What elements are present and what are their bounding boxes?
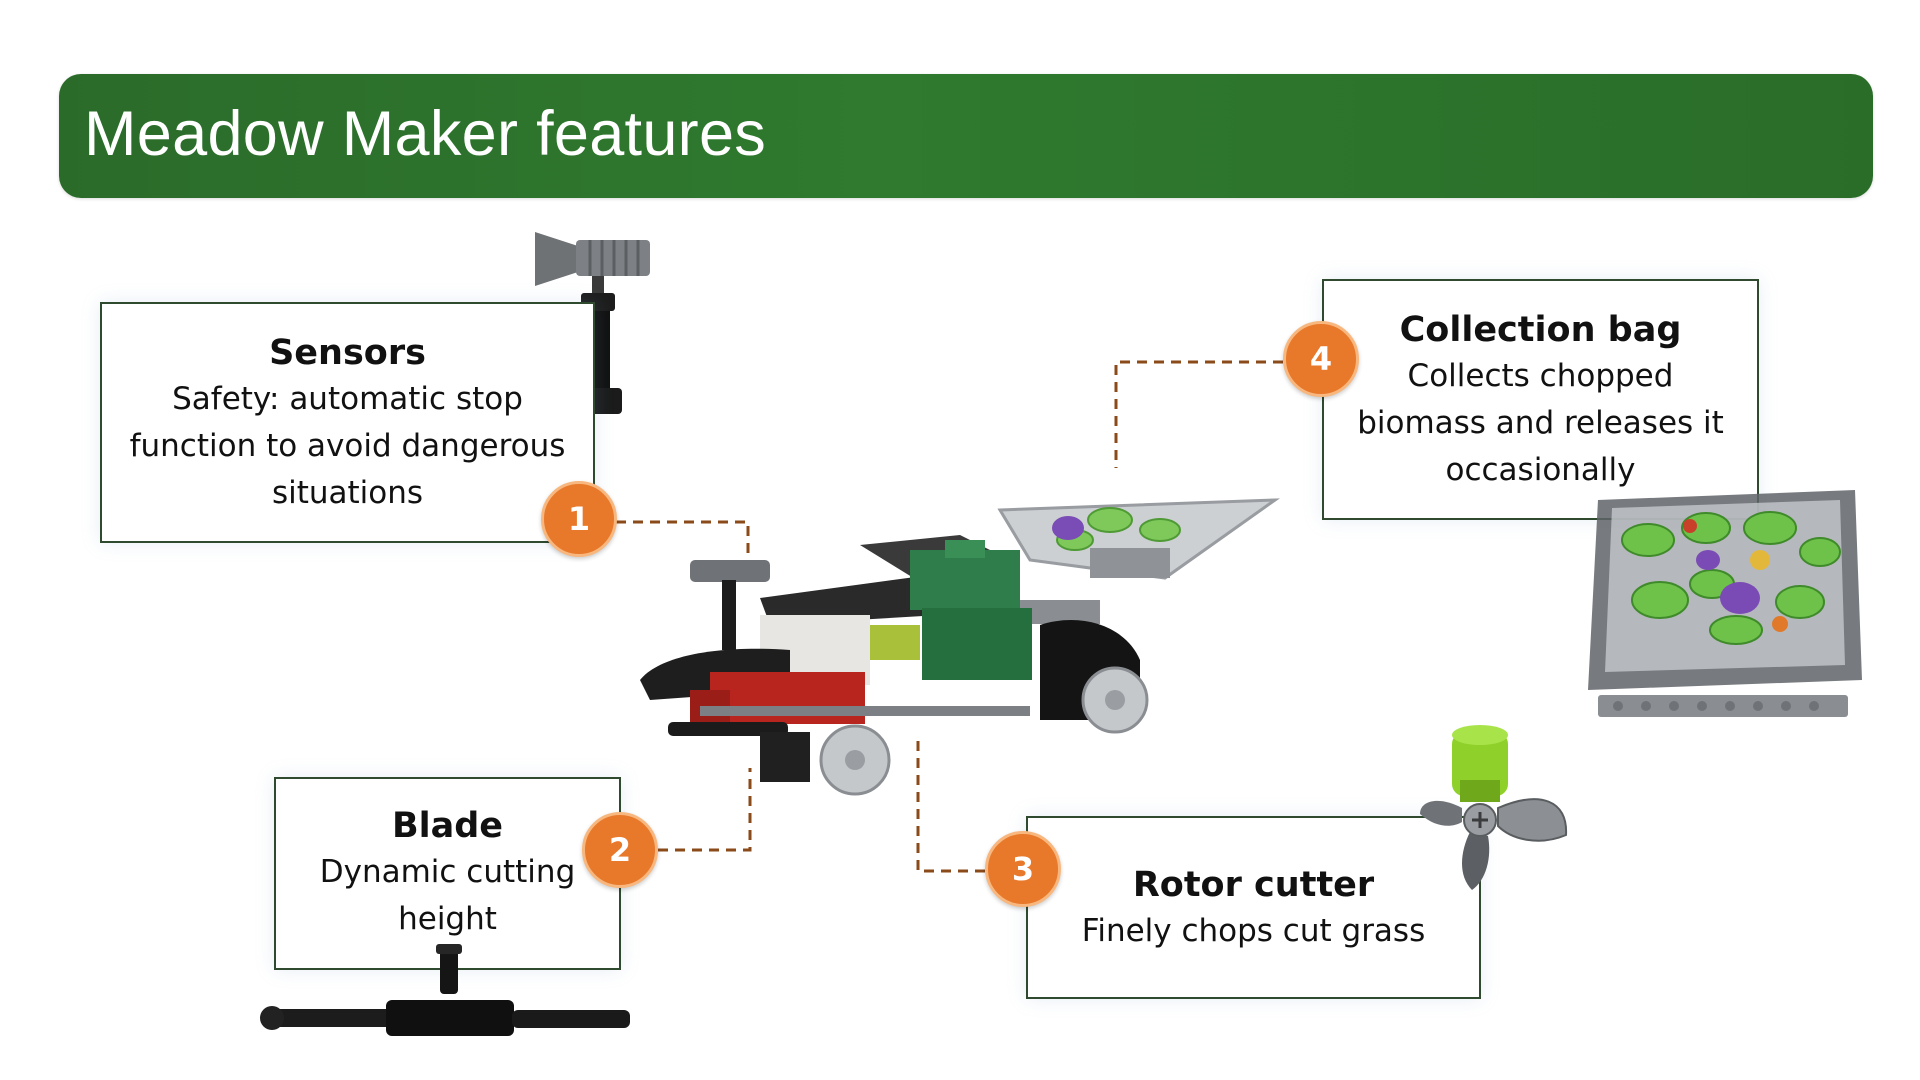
title-banner: Meadow Maker features [59,74,1873,198]
connector-2 [658,768,752,852]
feature-title: Sensors [269,333,426,373]
feature-title: Collection bag [1399,310,1682,350]
feature-badge-1: 1 [541,481,617,557]
feature-description-line: Safety: automatic stop [172,381,523,417]
feature-badge-3: 3 [985,831,1061,907]
feature-box-sensors: Sensors Safety: automatic stop function … [100,302,595,543]
connector-3 [916,740,985,873]
feature-description-line: situations [271,475,424,511]
feature-box-rotor-cutter: Rotor cutter Finely chops cut grass [1026,816,1481,999]
feature-title: Rotor cutter [1132,865,1375,905]
feature-box-collection-bag: Collection bag Collects chopped biomass … [1322,279,1759,520]
feature-badge-2: 2 [582,812,658,888]
page-title: Meadow Maker features [84,99,767,169]
feature-box-blade: Blade Dynamic cutting height [274,777,621,970]
feature-description-line: biomass and releases it [1357,405,1724,441]
feature-description-line: occasionally [1445,452,1636,488]
feature-description-line: Finely chops cut grass [1081,913,1426,949]
feature-description-line: Collects chopped [1407,358,1674,394]
feature-description-line: Dynamic cutting [319,854,576,890]
feature-title: Blade [391,806,504,846]
feature-badge-4: 4 [1283,321,1359,397]
connector-1 [616,520,750,555]
connector-4 [1114,360,1283,468]
feature-description-line: function to avoid dangerous [129,428,566,464]
feature-description-line: height [398,901,497,937]
